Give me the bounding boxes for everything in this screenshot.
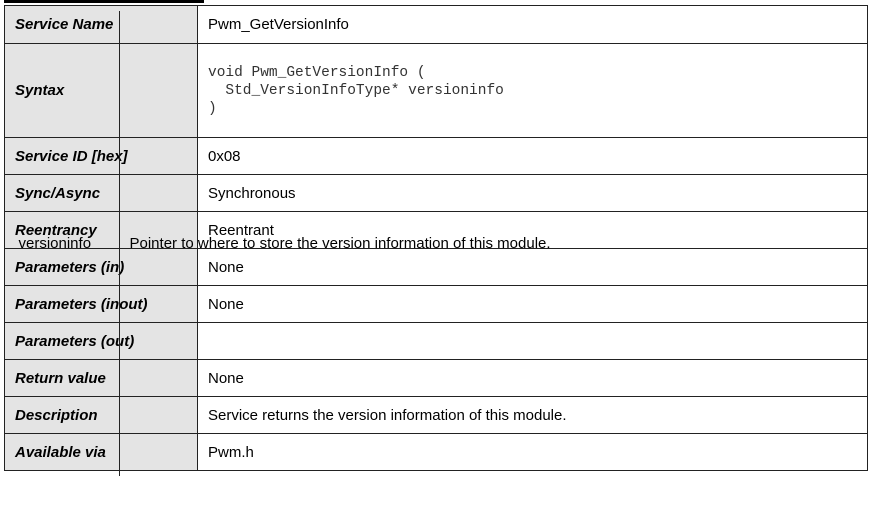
value: Pwm.h: [197, 433, 868, 471]
value: None: [197, 285, 868, 323]
cropped-text-above: [4, 0, 204, 3]
value: None: [197, 359, 868, 397]
value: 0x08: [197, 137, 868, 175]
param-name: versioninfo: [8, 10, 120, 476]
value: Reentrant: [197, 211, 868, 249]
value: Pwm_GetVersionInfo: [197, 5, 868, 44]
syntax-code: void Pwm_GetVersionInfo ( Std_VersionInf…: [208, 64, 504, 117]
value: Service returns the version information …: [197, 396, 868, 434]
param-description: Pointer to where to store the version in…: [129, 234, 551, 252]
row-parameters-in: Parameters (in)None: [4, 248, 868, 286]
